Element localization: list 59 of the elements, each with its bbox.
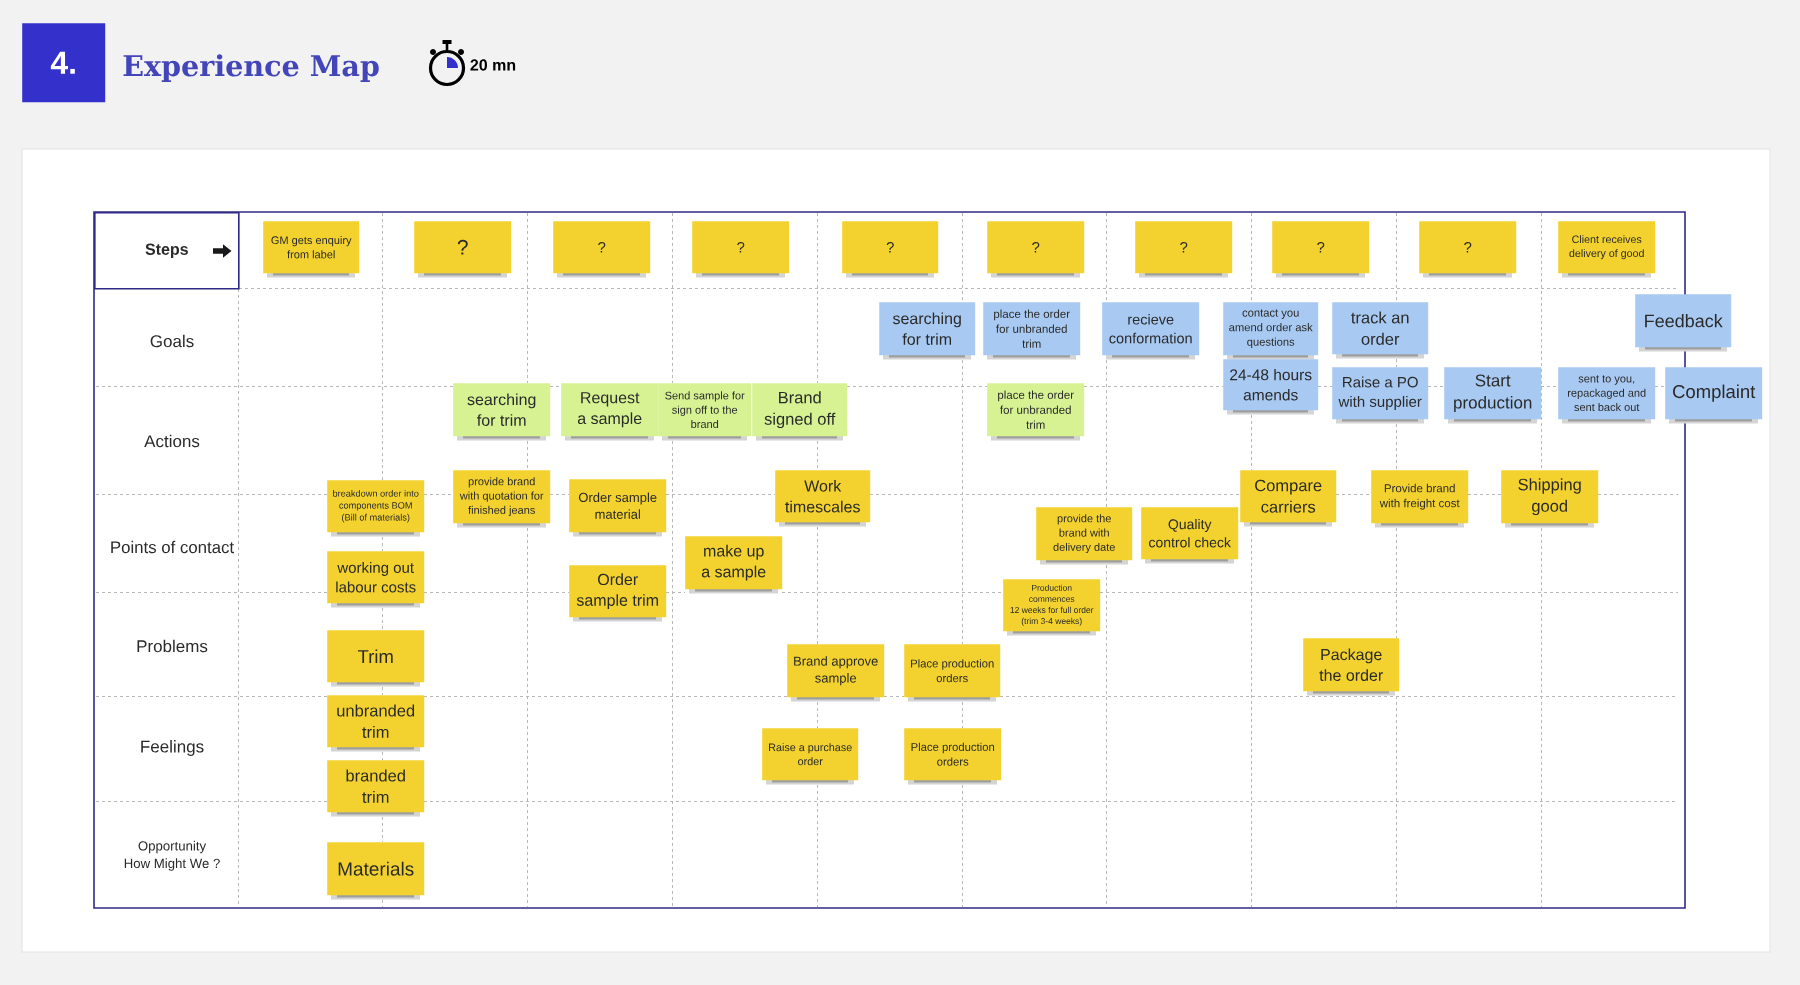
sticky-note: sent to you, repackaged and sent back out xyxy=(1558,367,1656,424)
sticky-note: Compare carriers xyxy=(1240,470,1337,527)
sticky-note: Place production orders xyxy=(904,728,1002,785)
sticky-note: Materials xyxy=(327,842,425,900)
sticky-note: Request a sample xyxy=(561,383,659,441)
sticky-note: Feedback xyxy=(1635,294,1732,352)
row-label: Points of contact xyxy=(111,540,234,554)
row-label: Problems xyxy=(137,639,208,653)
sticky-note: unbranded trim xyxy=(327,695,425,752)
sticky-note: breakdown order into components BOM (Bill of materials) xyxy=(327,480,425,537)
number-box: 4. xyxy=(22,23,106,103)
sticky-note: branded trim xyxy=(327,760,425,817)
sticky-note: Quality control check xyxy=(1141,507,1239,564)
title: Experience Map xyxy=(123,54,379,82)
sticky-note: provide the brand with delivery date xyxy=(1036,507,1133,565)
sticky-note: Brand approve sample xyxy=(787,644,885,702)
sticky-note: Trim xyxy=(327,630,425,687)
sticky-note: place the order for unbranded trim xyxy=(983,302,1081,360)
sticky-note: Place production orders xyxy=(904,644,1001,702)
row-label: Opportunity xyxy=(138,840,207,854)
sticky-note: Order sample trim xyxy=(569,565,667,622)
sticky-note: recieve conformation xyxy=(1102,302,1200,360)
sticky-note: Complaint xyxy=(1665,367,1763,424)
row-label: Actions xyxy=(144,434,200,448)
sticky-note: searching for trim xyxy=(453,383,551,441)
sticky-note: ? xyxy=(553,221,651,278)
sticky-note: ? xyxy=(1272,221,1370,278)
sticky-note: provide brand with quotation for finished jeans xyxy=(453,470,551,528)
sticky-note: Production commences 12 weeks for full order (trim 3-4 weeks) xyxy=(1003,579,1101,636)
sticky-note: track an order xyxy=(1332,302,1429,359)
sticky-note: GM gets enquiry from label xyxy=(263,221,360,278)
sticky-note: ? xyxy=(1419,221,1517,278)
sticky-note: working out labour costs xyxy=(327,551,425,608)
sticky-note: Shipping good xyxy=(1501,470,1599,528)
sticky-note: Order sample material xyxy=(569,479,667,537)
sticky-note: ? xyxy=(1135,221,1233,278)
sticky-note: ? xyxy=(987,221,1085,278)
sticky-note: place the order for unbranded trim xyxy=(987,383,1085,441)
sticky-note: Raise a purchase order xyxy=(762,728,859,785)
sticky-note: Send sample for sign off to the brand xyxy=(658,383,752,441)
sticky-note: ? xyxy=(414,221,512,278)
header-cell: Steps xyxy=(94,212,240,290)
sticky-note: Raise a PO with supplier xyxy=(1332,367,1429,424)
row-label: Feelings xyxy=(141,740,204,756)
sticky-note: searching for trim xyxy=(879,302,976,360)
sticky-note: Start production xyxy=(1444,367,1542,424)
sticky-note: Package the order xyxy=(1303,638,1400,696)
sticky-note: Brand signed off xyxy=(752,383,848,441)
duration-label: 20 mn xyxy=(470,59,516,71)
sticky-note: make up a sample xyxy=(685,536,783,594)
sticky-note: ? xyxy=(842,221,939,278)
sticky-note: Work timescales xyxy=(775,470,871,527)
sticky-note: ? xyxy=(692,221,790,278)
sticky-note: 24-48 hours amends xyxy=(1223,359,1319,415)
row-label: How Might We ? xyxy=(124,858,220,871)
row-label: Goals xyxy=(150,334,194,348)
sticky-note: contact you amend order ask questions xyxy=(1223,302,1319,360)
sticky-note: Provide brand with freight cost xyxy=(1371,470,1469,528)
sticky-note: Client receives delivery of good xyxy=(1558,221,1656,278)
